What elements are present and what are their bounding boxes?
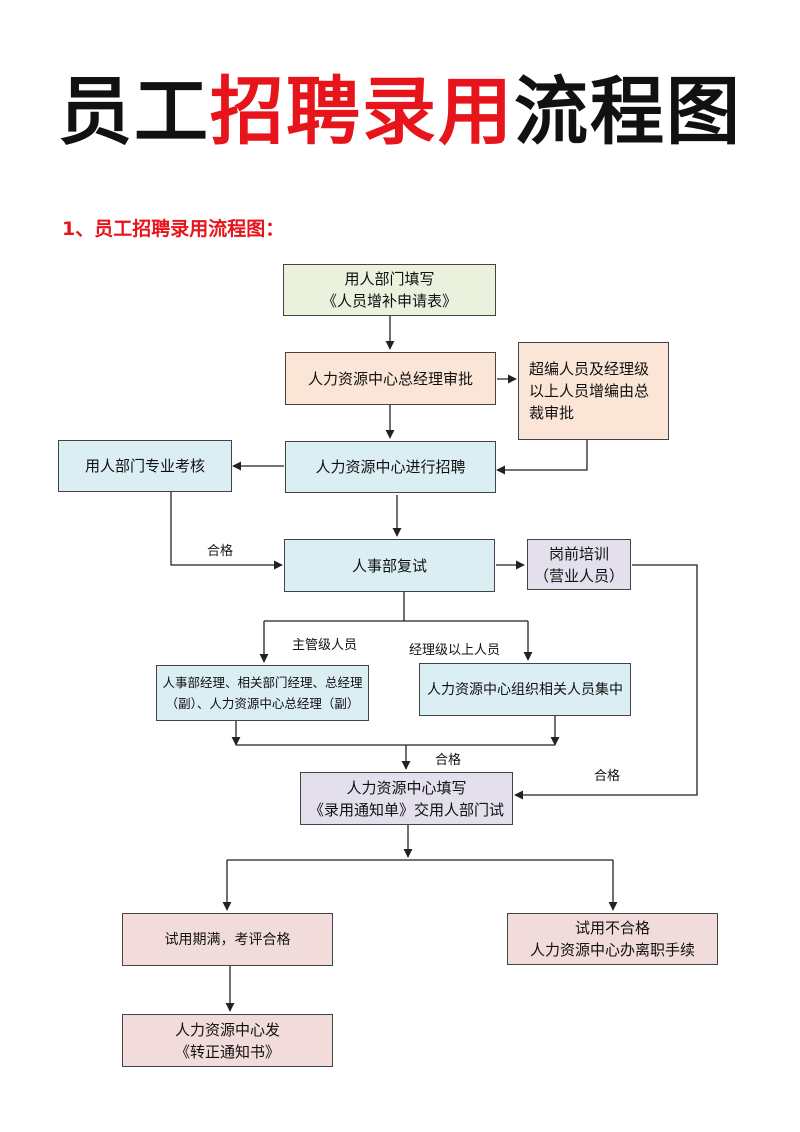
node-hr-director-approval-line1: 人力资源中心总经理审批 bbox=[307, 369, 473, 388]
node-hr-recruit-line1: 人力资源中心进行招聘 bbox=[315, 458, 466, 476]
node-president-approval: 超编人员及经理级 以上人员增编由总 裁审批 bbox=[518, 342, 669, 440]
node-fill-request-line2: 《人员增补申请表》 bbox=[321, 292, 457, 310]
node-probation-fail-line1: 试用不合格 bbox=[574, 919, 650, 937]
label-pass-3: 合格 bbox=[594, 769, 621, 784]
title-part-1: 员工 bbox=[58, 69, 210, 155]
node-offer-notice-line1: 人力资源中心填写 bbox=[346, 778, 467, 797]
node-dept-assessment: 用人部门专业考核 bbox=[58, 440, 232, 492]
node-hr-group-interview-line1: 人力资源中心组织相关人员集中 bbox=[427, 681, 623, 698]
node-probation-pass-line1: 试用期满，考评合格 bbox=[164, 931, 291, 948]
node-regularization-line1: 人力资源中心发 bbox=[174, 1020, 280, 1039]
node-regularization: 人力资源中心发 《转正通知书》 bbox=[122, 1014, 333, 1067]
node-probation-pass: 试用期满，考评合格 bbox=[122, 913, 333, 966]
node-hr-reinterview-line1: 人事部复试 bbox=[351, 556, 427, 575]
label-pass-1: 合格 bbox=[207, 544, 234, 559]
node-pre-job-training-line1: 岗前培训 bbox=[548, 544, 609, 563]
node-probation-fail: 试用不合格 人力资源中心办离职手续 bbox=[507, 913, 718, 965]
node-president-approval-line2: 以上人员增编由总 bbox=[529, 382, 650, 400]
node-president-approval-line3: 裁审批 bbox=[529, 404, 575, 422]
title-part-3: 流程图 bbox=[514, 69, 742, 155]
label-supervisor-level: 主管级人员 bbox=[292, 638, 358, 653]
title-part-2: 招聘录用 bbox=[210, 69, 514, 155]
node-offer-notice-line2: 《录用通知单》交用人部门试 bbox=[308, 800, 504, 819]
arrow-training-to-offer bbox=[514, 564, 698, 800]
node-offer-notice: 人力资源中心填写 《录用通知单》交用人部门试 bbox=[300, 772, 513, 825]
node-hr-reinterview: 人事部复试 bbox=[284, 539, 495, 592]
page-title: 员工招聘录用流程图 bbox=[0, 62, 800, 162]
section-heading: 1、员工招聘录用流程图： bbox=[62, 218, 285, 240]
node-pre-job-training-line2: （营业人员） bbox=[533, 566, 624, 585]
arrow-president-to-recruit bbox=[496, 440, 588, 475]
node-pre-job-training: 岗前培训 （营业人员） bbox=[527, 539, 631, 590]
label-pass-2: 合格 bbox=[435, 753, 462, 768]
node-fill-request: 用人部门填写 《人员增补申请表》 bbox=[283, 264, 496, 316]
node-fill-request-line1: 用人部门填写 bbox=[344, 270, 435, 288]
arrow-assessment-to-reinterview bbox=[170, 492, 283, 570]
node-manager-interview: 人事部经理、相关部门经理、总经理 （副）、人力资源中心总经理（副） bbox=[156, 665, 369, 721]
node-hr-director-approval: 人力资源中心总经理审批 bbox=[285, 352, 496, 405]
node-regularization-line2: 《转正通知书》 bbox=[174, 1042, 280, 1061]
node-probation-fail-line2: 人力资源中心办离职手续 bbox=[529, 941, 695, 959]
label-manager-above: 经理级以上人员 bbox=[409, 643, 501, 658]
node-hr-group-interview: 人力资源中心组织相关人员集中 bbox=[419, 663, 631, 716]
node-manager-interview-line2: （副）、人力资源中心总经理（副） bbox=[165, 696, 360, 711]
node-president-approval-line1: 超编人员及经理级 bbox=[529, 360, 650, 378]
node-manager-interview-line1: 人事部经理、相关部门经理、总经理 bbox=[162, 675, 363, 690]
node-dept-assessment-line1: 用人部门专业考核 bbox=[84, 457, 205, 475]
node-hr-recruit: 人力资源中心进行招聘 bbox=[285, 441, 496, 493]
